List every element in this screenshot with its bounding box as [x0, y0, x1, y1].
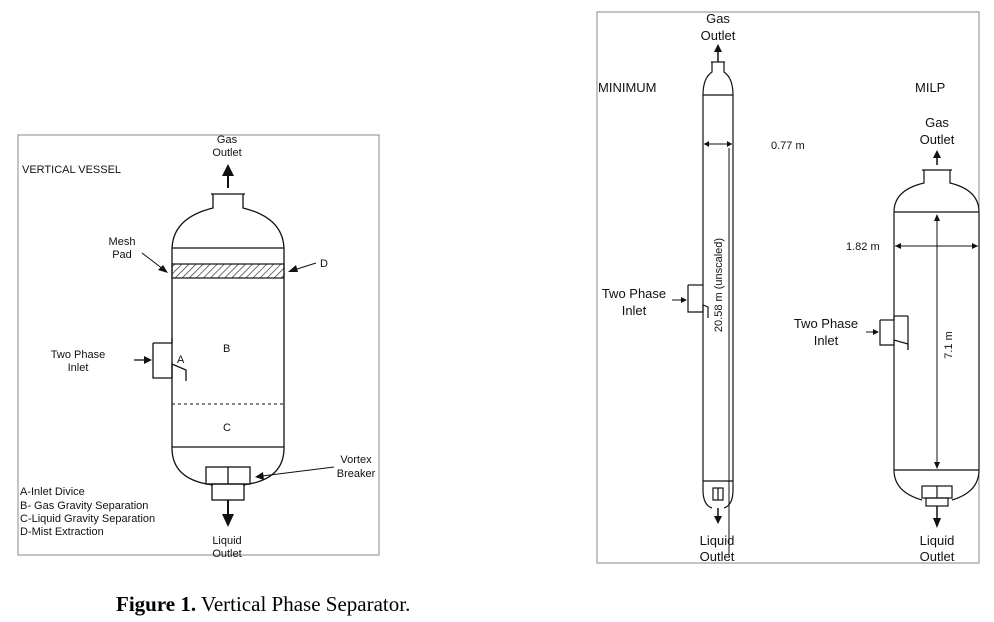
- section-d-label: D: [320, 258, 328, 270]
- milp-inlet-arrow-icon: [866, 329, 879, 335]
- minimum-diameter-label: 0.77 m: [771, 140, 805, 152]
- minimum-vessel: [687, 61, 734, 509]
- mesh-pad-pointer-arrow-icon: [141, 252, 168, 273]
- left-liquid-outlet-label-2: Outlet: [212, 548, 241, 560]
- minimum-gas-outlet-label-1: Gas: [706, 11, 730, 26]
- legend-item-a: A-Inlet Divice: [20, 486, 85, 498]
- left-legend: A-Inlet Divice B- Gas Gravity Separation…: [20, 486, 155, 538]
- minimum-height-label: 20.58 m (unscaled): [713, 238, 725, 332]
- minimum-inlet-arrow-icon: [672, 297, 687, 303]
- section-b-label: B: [223, 343, 230, 355]
- left-two-phase-inlet-label-2: Inlet: [68, 362, 89, 374]
- left-gas-outlet-arrow-icon: [222, 164, 234, 188]
- minimum-liquid-outlet-arrow-icon: [714, 508, 722, 524]
- mesh-pad-label-2: Pad: [112, 249, 132, 261]
- left-inlet-arrow-icon: [134, 356, 152, 364]
- mesh-pad-label-1: Mesh: [109, 236, 136, 248]
- left-two-phase-inlet-label-1: Two Phase: [51, 349, 105, 361]
- milp-gas-outlet-label-2: Outlet: [920, 132, 955, 147]
- figure-caption: Figure 1. Vertical Phase Separator.: [116, 592, 410, 617]
- milp-two-phase-inlet-label-2: Inlet: [814, 333, 839, 348]
- section-a-label: A: [177, 354, 185, 366]
- minimum-gas-outlet-label-2: Outlet: [701, 28, 736, 43]
- milp-gas-outlet-arrow-icon: [933, 150, 941, 165]
- left-panel: VERTICAL VESSEL Gas Outlet: [17, 134, 380, 560]
- vortex-breaker-label-1: Vortex: [340, 454, 372, 466]
- left-panel-title: VERTICAL VESSEL: [22, 164, 121, 176]
- minimum-liquid-outlet-label-2: Outlet: [700, 549, 735, 564]
- vortex-breaker-label-2: Breaker: [337, 468, 376, 480]
- minimum-two-phase-inlet-label-2: Inlet: [622, 303, 647, 318]
- vortex-breaker-pointer-arrow-icon: [255, 466, 335, 480]
- milp-liquid-outlet-arrow-icon: [933, 506, 941, 528]
- minimum-title: MINIMUM: [598, 80, 657, 95]
- milp-liquid-outlet-label-2: Outlet: [920, 549, 955, 564]
- vortex-breaker: [205, 466, 251, 501]
- minimum-liquid-outlet-label-1: Liquid: [700, 533, 735, 548]
- legend-item-b: B- Gas Gravity Separation: [20, 500, 148, 512]
- section-c-label: C: [223, 422, 231, 434]
- milp-title: MILP: [915, 80, 945, 95]
- left-liquid-outlet-arrow-icon: [222, 500, 234, 527]
- mesh-pad: [171, 263, 285, 279]
- milp-two-phase-inlet-label-1: Two Phase: [794, 316, 858, 331]
- left-gas-outlet-label-1: Gas: [217, 134, 238, 146]
- minimum-two-phase-inlet-label-1: Two Phase: [602, 286, 666, 301]
- left-vessel: [171, 193, 285, 486]
- right-panel: MINIMUM Gas Outlet Liquid Outlet: [596, 11, 980, 564]
- milp-height-dimension: [934, 214, 940, 469]
- left-liquid-outlet-label-1: Liquid: [212, 535, 241, 547]
- minimum-diameter-dimension: [704, 141, 732, 147]
- left-panel-frame: [17, 134, 380, 556]
- figure-caption-text: Vertical Phase Separator.: [196, 592, 411, 616]
- milp-liquid-outlet-label-1: Liquid: [920, 533, 955, 548]
- milp-gas-outlet-label-1: Gas: [925, 115, 949, 130]
- inlet-device-a: [152, 338, 187, 381]
- minimum-gas-outlet-arrow-icon: [714, 44, 722, 62]
- legend-item-c: C-Liquid Gravity Separation: [20, 513, 155, 525]
- section-d-arrow-icon: [288, 262, 317, 272]
- milp-diameter-label: 1.82 m: [846, 241, 880, 253]
- legend-item-d: D-Mist Extraction: [20, 526, 104, 538]
- milp-vessel: [879, 169, 980, 507]
- left-gas-outlet-label-2: Outlet: [212, 147, 241, 159]
- milp-height-label: 7.1 m: [943, 331, 955, 359]
- figure-caption-label: Figure 1.: [116, 592, 197, 616]
